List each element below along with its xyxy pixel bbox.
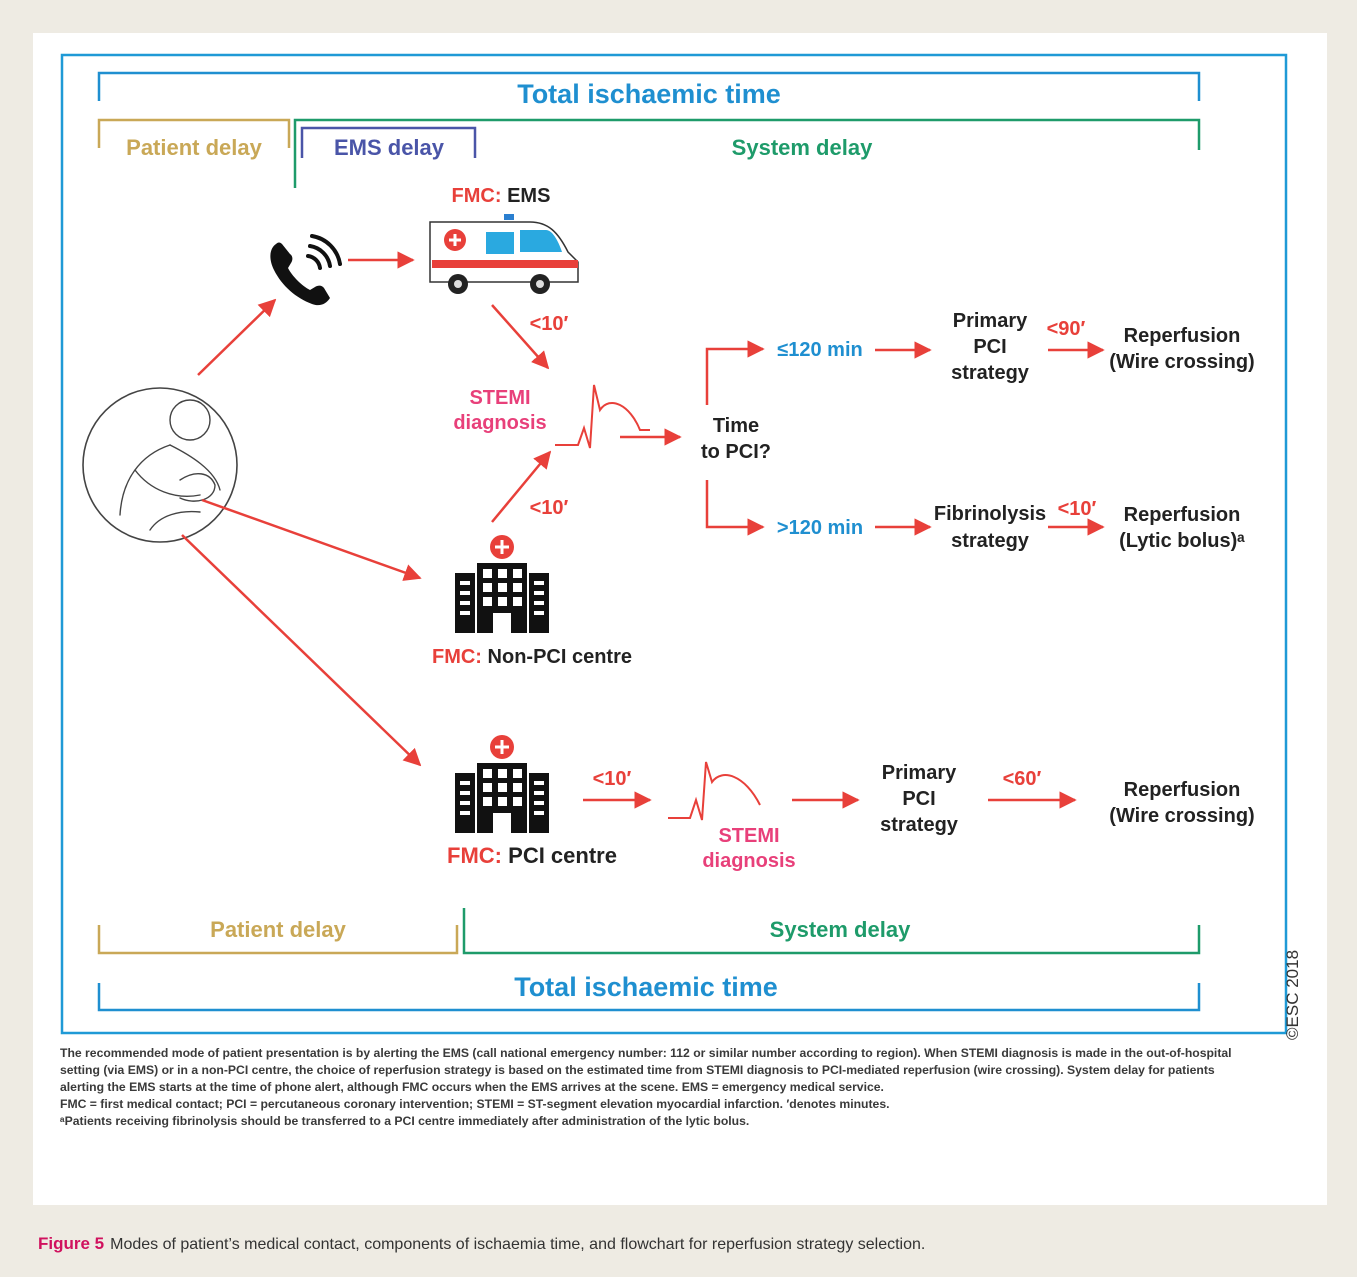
flowchart-diagram: Total ischaemic time Patient delay EMS d… bbox=[60, 53, 1288, 1035]
primary-pci-label: Primary bbox=[882, 762, 957, 784]
legend-paragraph: The recommended mode of patient presenta… bbox=[60, 1046, 1232, 1094]
gt120-label: >120 min bbox=[777, 517, 863, 539]
le120-label: ≤120 min bbox=[777, 339, 862, 361]
time-to-pci-label: Time bbox=[713, 415, 759, 437]
fmc-ems-label: FMC: EMS bbox=[452, 185, 551, 207]
stemi-label: STEMI bbox=[718, 825, 779, 847]
ecg-icon bbox=[668, 761, 761, 821]
bottom-system-label: System delay bbox=[770, 917, 911, 942]
top-system-bracket: System delay bbox=[293, 118, 1201, 188]
reperfusion-label: Reperfusion bbox=[1124, 325, 1241, 347]
time-limit-non-pci: <10′ bbox=[530, 497, 569, 519]
time-limit-primary: <90′ bbox=[1047, 318, 1086, 340]
time-to-pci-label: to PCI? bbox=[701, 441, 771, 463]
legend-footnote: ᵃPatients receiving fibrinolysis should … bbox=[60, 1114, 750, 1128]
fibrinolysis-label: strategy bbox=[951, 530, 1030, 552]
reperfusion-label: Reperfusion bbox=[1124, 504, 1241, 526]
fmc-non-pci-label: FMC: Non-PCI centre bbox=[432, 646, 632, 668]
wire-crossing-label: (Wire crossing) bbox=[1109, 805, 1254, 827]
top-total-bracket: Total ischaemic time bbox=[97, 71, 1201, 109]
legend-abbreviations: FMC = first medical contact; PCI = percu… bbox=[60, 1097, 890, 1111]
bottom-patient-label: Patient delay bbox=[210, 917, 346, 942]
bottom-total-label: Total ischaemic time bbox=[514, 972, 778, 1002]
fmc-pci-label: FMC: PCI centre bbox=[447, 843, 617, 868]
copyright: ©ESC 2018 bbox=[1283, 949, 1302, 1040]
primary-pci-label: Primary bbox=[953, 310, 1028, 332]
ambulance-icon bbox=[429, 214, 579, 294]
lytic-bolus-label: (Lytic bolus)ᵃ bbox=[1119, 530, 1245, 552]
figure-number: Figure 5 bbox=[38, 1234, 105, 1253]
time-limit-ems: <10′ bbox=[530, 313, 569, 335]
patient-illustration bbox=[82, 387, 238, 543]
flow-arrows bbox=[181, 251, 1105, 809]
time-limit-fibrinolysis: <10′ bbox=[1058, 498, 1097, 520]
figure-caption: Figure 5 Modes of patient’s medical conta… bbox=[38, 1234, 925, 1254]
bottom-patient-bracket: Patient delay bbox=[97, 917, 459, 955]
stemi-label: STEMI bbox=[469, 387, 530, 409]
primary-pci-label: PCI bbox=[902, 788, 935, 810]
top-patient-label: Patient delay bbox=[126, 135, 262, 160]
figure-caption-text: Modes of patient’s medical contact, comp… bbox=[110, 1236, 926, 1253]
wire-crossing-label: (Wire crossing) bbox=[1109, 351, 1254, 373]
figure-legend: The recommended mode of patient presenta… bbox=[60, 1045, 1260, 1130]
figure-panel: Total ischaemic time Patient delay EMS d… bbox=[33, 33, 1327, 1205]
time-limit-primary-pci: <60′ bbox=[1003, 768, 1042, 790]
outer-frame bbox=[60, 53, 1288, 1035]
diagnosis-label: diagnosis bbox=[702, 850, 795, 872]
primary-pci-label: strategy bbox=[880, 814, 959, 836]
primary-pci-label: strategy bbox=[951, 362, 1030, 384]
hospital-icon bbox=[455, 735, 549, 833]
top-ems-label: EMS delay bbox=[334, 135, 445, 160]
top-patient-bracket: Patient delay bbox=[97, 118, 291, 160]
phone-icon bbox=[270, 234, 342, 306]
primary-pci-label: PCI bbox=[973, 336, 1006, 358]
top-system-label: System delay bbox=[732, 135, 873, 160]
time-limit-pci: <10′ bbox=[593, 768, 632, 790]
top-ems-bracket: EMS delay bbox=[300, 126, 477, 160]
reperfusion-label: Reperfusion bbox=[1124, 779, 1241, 801]
bottom-total-bracket: Total ischaemic time bbox=[97, 972, 1201, 1012]
top-total-label: Total ischaemic time bbox=[517, 79, 781, 109]
ecg-icon bbox=[555, 384, 650, 449]
hospital-icon bbox=[455, 535, 549, 633]
fibrinolysis-label: Fibrinolysis bbox=[934, 503, 1046, 525]
diagnosis-label: diagnosis bbox=[453, 412, 546, 434]
bottom-system-bracket: System delay bbox=[462, 908, 1201, 955]
